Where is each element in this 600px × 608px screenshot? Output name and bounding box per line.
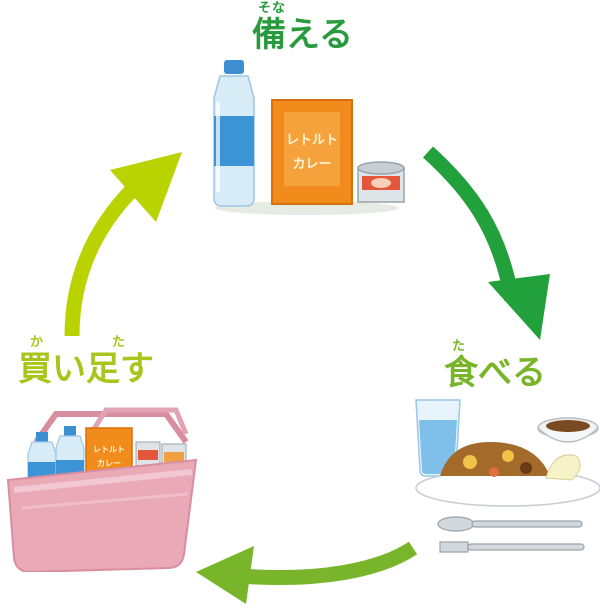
arrowhead-taberu-to-kaitasu [196, 546, 254, 604]
arrow-taberu-to-kaitasu [239, 541, 418, 585]
basket-handle [33, 411, 189, 444]
curry-box-text-1: レトルト [286, 133, 338, 148]
ruby-ta: た [112, 335, 127, 350]
canned-food-icon [357, 161, 405, 203]
arrowhead-sonaeru-to-taberu [488, 274, 550, 340]
step-title-sonaeru: 備える [252, 15, 353, 55]
curry-plate-icon [415, 442, 600, 507]
basket-curry-text-2: カレー [97, 459, 121, 468]
arrow-kaitasu-to-sonaeru [64, 176, 146, 337]
ruby-taberu: た [452, 339, 467, 354]
arrowhead-kaitasu-to-sonaeru [110, 152, 182, 222]
shopping-basket-illustration: レトルト カレー [6, 407, 198, 572]
stockpile-illustration: レトルト カレー [213, 60, 405, 215]
curry-box-text-2: カレー [292, 157, 331, 172]
step-title-kaitasu: 買い足す [18, 349, 154, 389]
eating-illustration [415, 399, 600, 553]
label-sonaeru: そな 備える [252, 1, 353, 55]
water-bottle-icon [213, 60, 255, 207]
retort-curry-box-icon: レトルト カレー [271, 99, 353, 205]
side-dish-bowl-icon [537, 417, 599, 443]
ruby-sonaeru: そな [258, 1, 287, 16]
arrow-sonaeru-to-taberu [422, 146, 520, 302]
label-taberu: た 食べる [444, 339, 546, 393]
spoon-icon [437, 516, 583, 532]
fork-icon [439, 541, 585, 553]
basket-curry-text-1: レトルト [93, 445, 125, 454]
label-kaitasu: か た 買い足す [18, 335, 168, 389]
step-title-taberu: 食べる [444, 353, 546, 393]
ruby-ka: か [30, 335, 45, 350]
